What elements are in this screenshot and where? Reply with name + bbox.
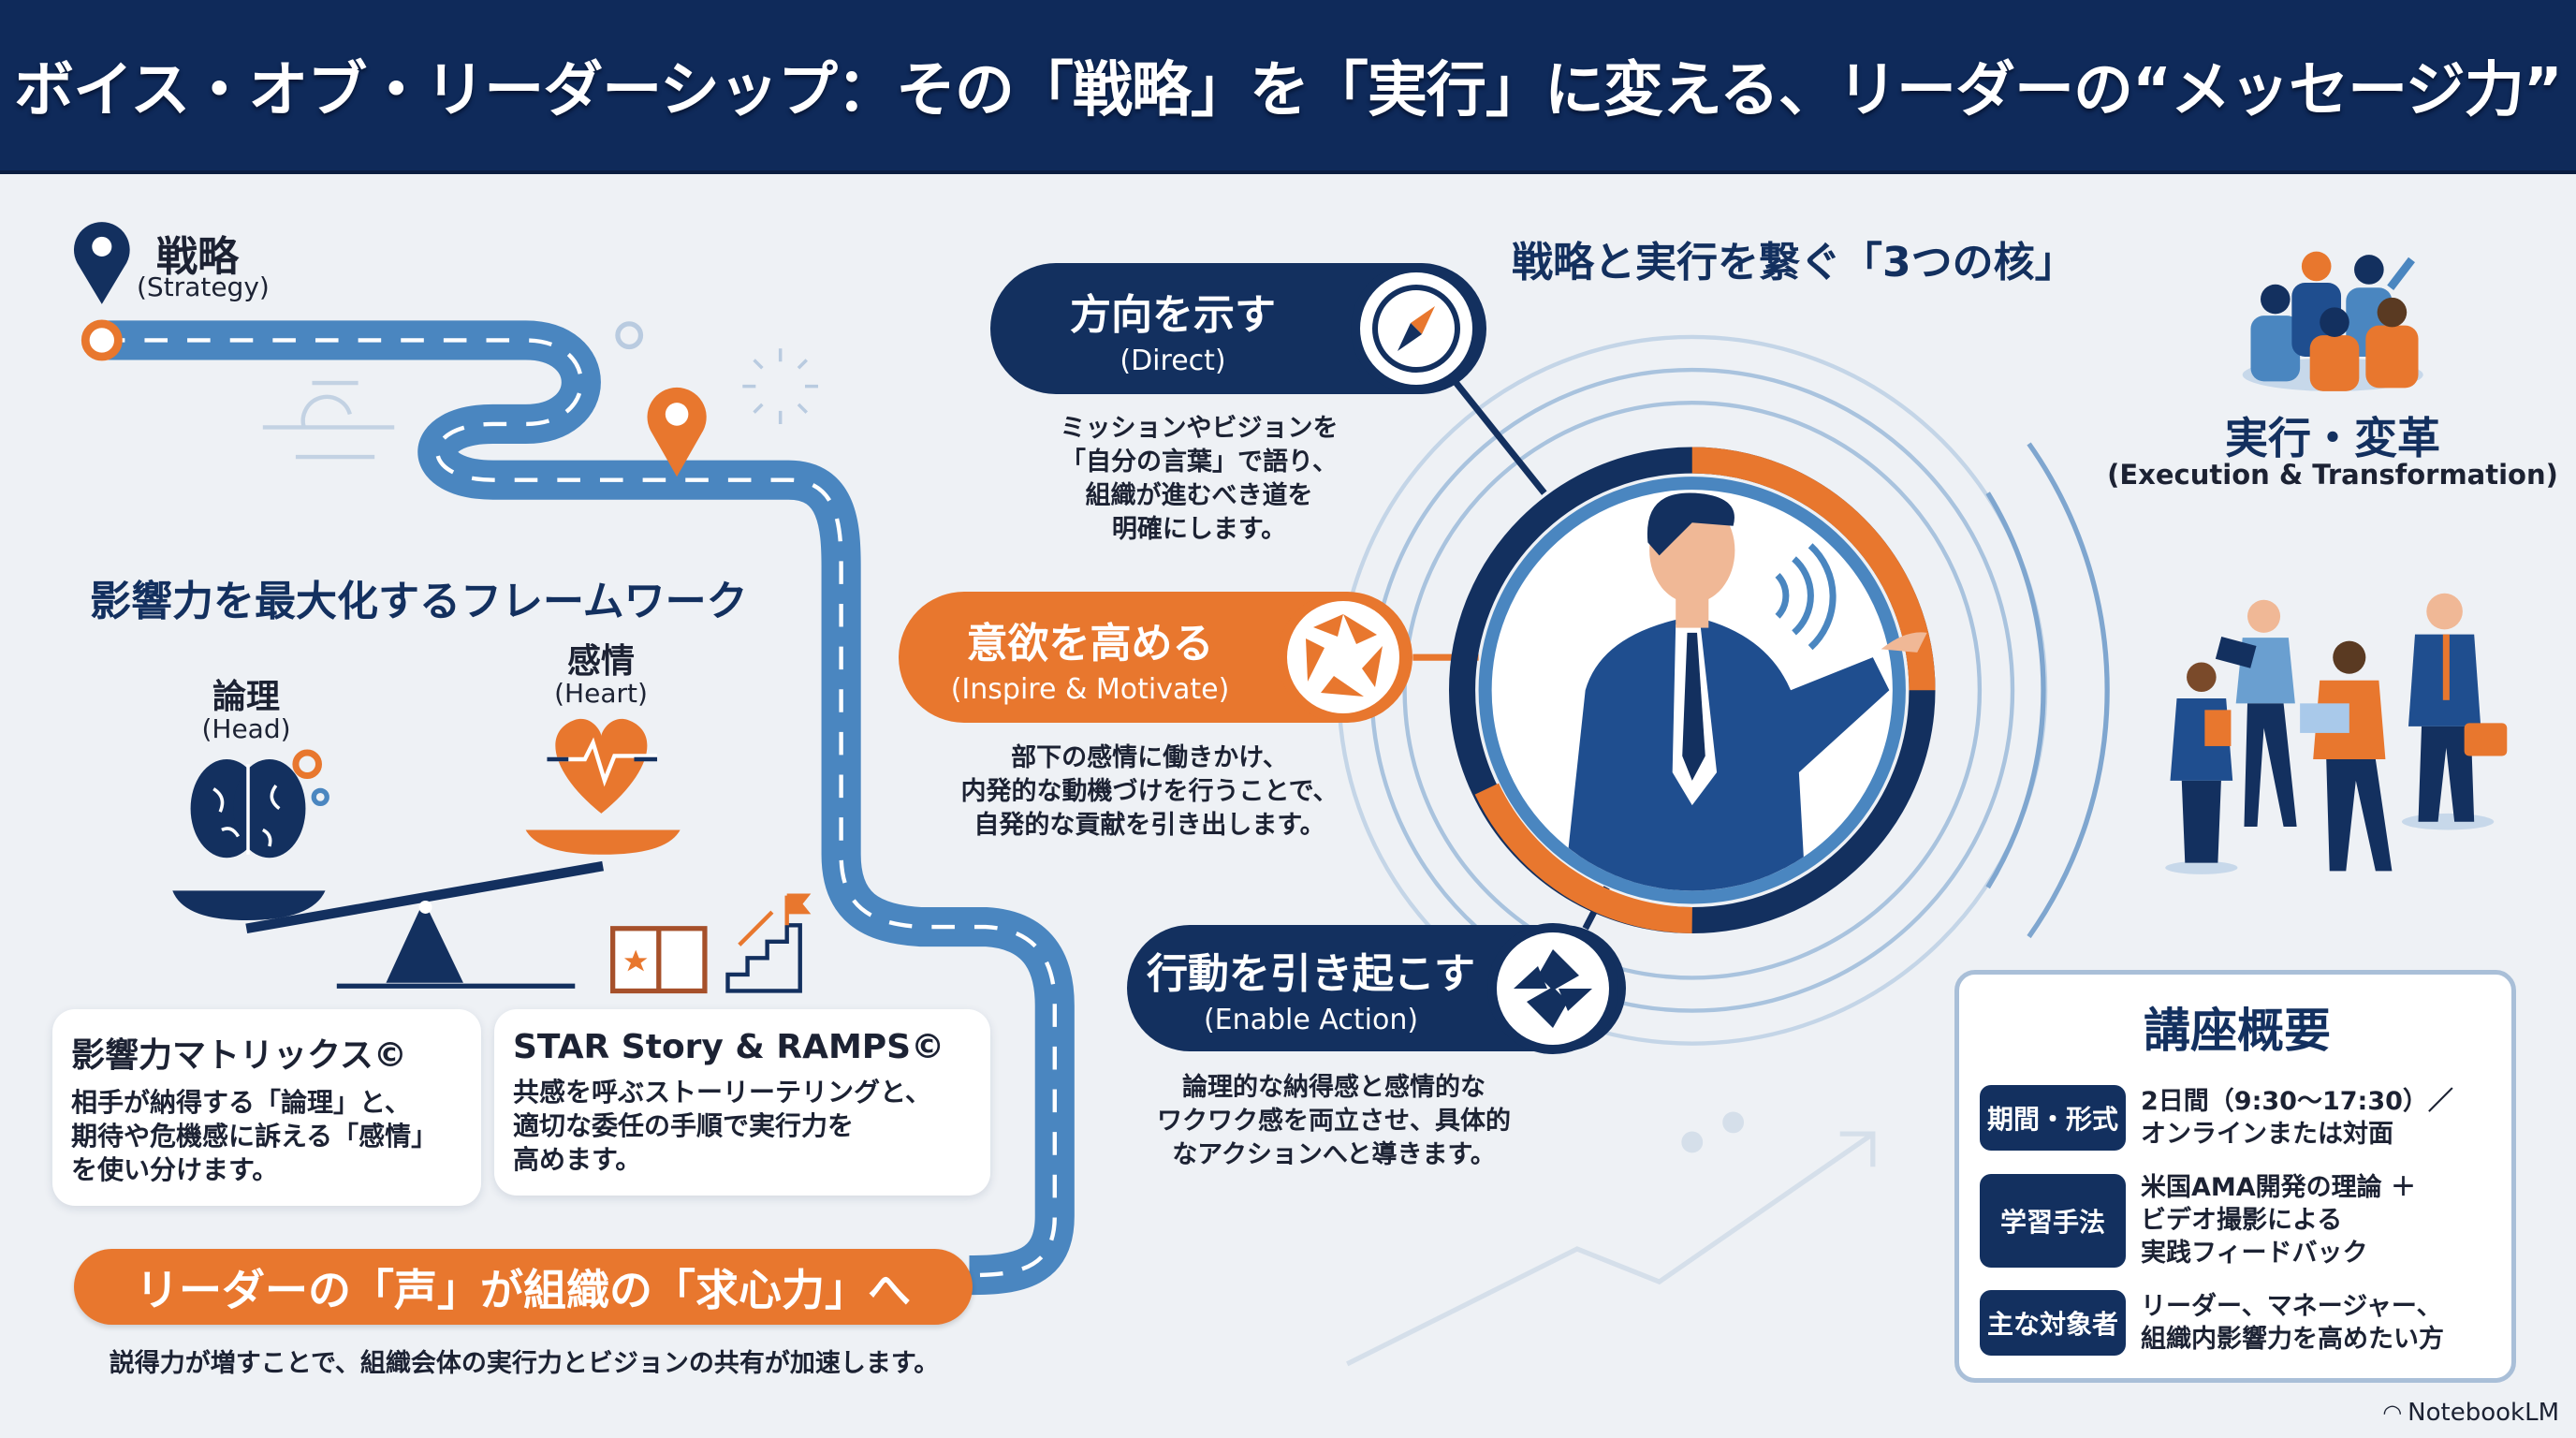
heart-label: 感情 [566,642,636,681]
head-sub-label: (Head) [201,713,291,744]
core-item-sub: (Direct) [1120,344,1226,377]
banner-subtext: 説得力が増すことで、組織会体の実行力とビジョンの共有が加速します。 [109,1349,940,1378]
balance-scale-icon [172,829,681,989]
course-row: 主な対象者 リーダー、マネージャー、 組織内影響力を高めたい方 [1980,1290,2444,1356]
strategy-pin-icon [73,222,130,304]
strategy-sub-label: (Strategy) [137,271,270,302]
stairs-goal-icon [725,893,812,993]
course-title: 講座概要 [2144,1004,2331,1058]
course-row-value: リーダー、マネージャー、 組織内影響力を高めたい方 [2141,1292,2444,1354]
road-path [101,320,1075,1296]
core-item-sub: (Enable Action) [1203,1004,1419,1036]
core-item-title: 意欲を高める [966,619,1214,668]
orange-pin-icon [647,387,707,477]
influence-matrix-card: 影響力マトリックス© 相手が納得する「論理」と、 期待や危機感に訴える「感情」 … [52,1009,481,1206]
team-meeting-icon [2242,251,2423,391]
course-row-label: 期間・形式 [1980,1085,2126,1151]
execution-sub: (Execution & Transformation) [2107,459,2558,491]
course-row-value: 米国AMA開発の理論 ＋ ビデオ撮影による 実践フィードバック [2141,1173,2417,1268]
card-body: 相手が納得する「論理」と、 期待や危機感に訴える「感情」 を使い分けます。 [71,1087,438,1185]
head-label: 論理 [212,678,281,716]
decor-circle [615,321,644,350]
page-title: ボイス・オブ・リーダーシップ：その「戦略」を「実行」に変える、リーダーの“メッセ… [14,56,2563,125]
card-title: STAR Story & RAMPS© [513,1028,945,1066]
card-body: 共感を呼ぶストーリーテリングと、 適切な委任の手順で実行力を 高めます。 [513,1077,931,1175]
core-title: 戦略と実行を繋ぐ「3つの核」 [1512,239,2076,286]
watermark-text: NotebookLM [2408,1399,2559,1427]
business-people-illustration [2165,593,2508,874]
banner-text: リーダーの「声」が組織の「求心力」へ [136,1264,911,1315]
title-bar: ボイス・オブ・リーダーシップ：その「戦略」を「実行」に変える、リーダーの“メッセ… [0,0,2576,174]
course-row: 期間・形式 2日間（9:30〜17:30）／ オンラインまたは対面 [1980,1085,2453,1151]
core-item-title: 行動を引き起こす [1146,950,1476,998]
star-story-card: STAR Story & RAMPS© 共感を呼ぶストーリーテリングと、 適切な… [494,1009,990,1196]
key-message-banner: リーダーの「声」が組織の「求心力」へ [74,1249,973,1325]
flow-arrows-icon [262,380,395,460]
core-item-desc: ミッションやビジョンを 「自分の言葉」で語り、 組織が進むべき道を 明確にします… [1060,414,1339,544]
heart-sub-label: (Heart) [554,678,648,709]
course-row-label: 主な対象者 [1980,1290,2126,1356]
course-overview-panel: 講座概要 期間・形式 2日間（9:30〜17:30）／ オンラインまたは対面 学… [1954,970,2516,1383]
compass-icon [1351,263,1482,394]
framework-title: 影響力を最大化するフレームワーク [90,578,748,625]
execution-title: 実行・変革 [2225,413,2440,463]
course-row-label: 学習手法 [1980,1173,2126,1268]
interlock-icon [1487,923,1618,1054]
growth-arrow-decor [1346,1111,1876,1367]
heart-icon [547,718,658,814]
notebooklm-watermark: ◠ NotebookLM [2382,1399,2559,1427]
road-start-marker [80,319,123,361]
card-title: 影響力マトリックス© [71,1036,407,1075]
core-item-desc: 部下の感情に働きかけ、 内発的な動機づけを行うことで、 自発的な貢献を引き出しま… [960,743,1339,840]
course-row: 学習手法 米国AMA開発の理論 ＋ ビデオ撮影による 実践フィードバック [1980,1171,2416,1269]
book-icon [610,926,708,994]
core-item-sub: (Inspire & Motivate) [950,672,1230,706]
core-item-title: 方向を示す [1070,290,1276,339]
notebooklm-logo-icon: ◠ [2382,1400,2403,1426]
sparkle-icon [742,348,819,424]
core-item-desc: 論理的な納得感と感情的な ワクワク感を両立させ、具体的 なアクションへと導きます… [1157,1073,1511,1169]
brain-icon [190,749,329,858]
shutter-icon [1278,592,1409,723]
strategy-label: 戦略 [156,233,239,281]
course-row-value: 2日間（9:30〜17:30）／ オンラインまたは対面 [2141,1087,2453,1149]
leader-speaking-illustration [1449,447,1936,934]
